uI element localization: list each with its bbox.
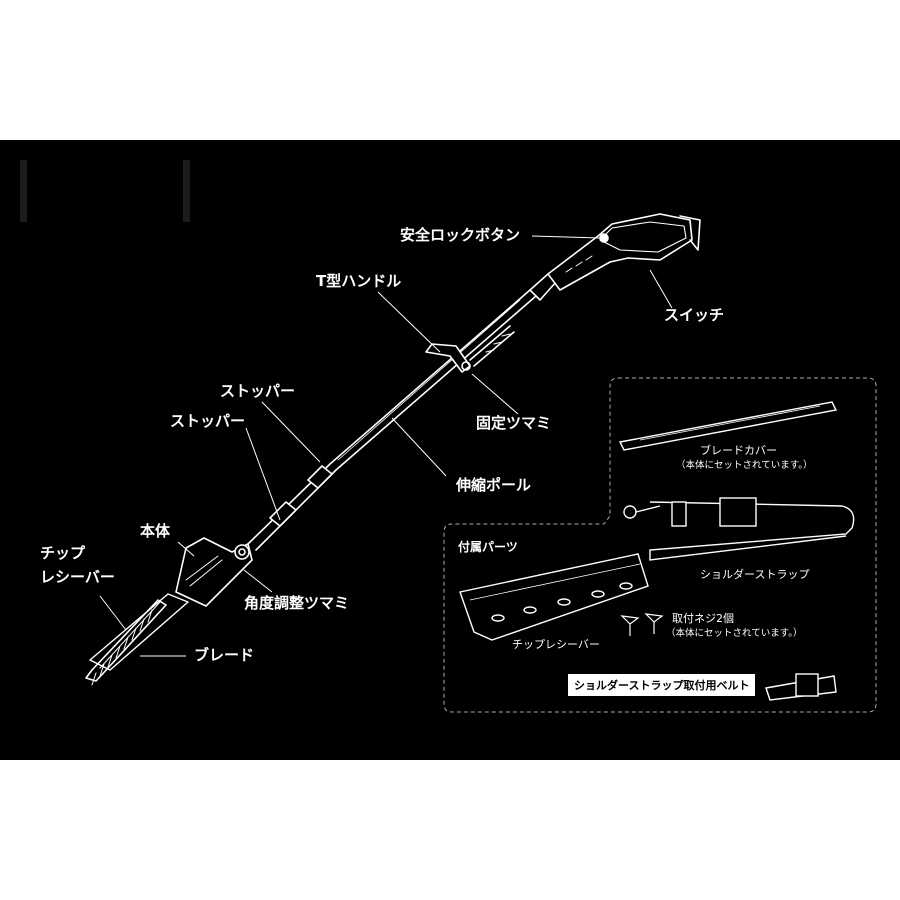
label-chip-receiver-accessory: チップレシーバー xyxy=(512,638,600,651)
t-handle-shape xyxy=(425,343,471,373)
strap-belt-illustration xyxy=(765,673,837,701)
hedge-trimmer-illustration xyxy=(85,213,701,686)
label-strap-belt: ショルダーストラップ取付用ベルト xyxy=(568,674,756,696)
diagram-panel: 安全ロックボタン T型ハンドル スイッチ 固定ツマミ ストッパー ストッパー 伸… xyxy=(0,140,900,760)
blade-shape xyxy=(85,599,167,682)
chip-receiver-accessory xyxy=(459,553,649,641)
accessories-header: 付属パーツ xyxy=(458,540,518,554)
chip-receiver-shape xyxy=(89,593,189,671)
label-t-handle: T型ハンドル xyxy=(316,272,402,290)
label-angle-knob: 角度調整ツマミ xyxy=(244,594,350,612)
label-shoulder-strap: ショルダーストラップ xyxy=(700,568,810,581)
label-body: 本体 xyxy=(140,522,171,540)
stopper-collar-lower xyxy=(269,501,297,527)
label-fixing-knob: 固定ツマミ xyxy=(476,414,552,432)
screws-illustration xyxy=(620,613,664,636)
diagram-artwork xyxy=(20,160,877,713)
pole-upper xyxy=(329,289,537,471)
label-stopper-lower: ストッパー xyxy=(170,412,246,430)
label-stopper-upper: ストッパー xyxy=(220,382,296,400)
label-telescopic-pole: 伸縮ポール xyxy=(456,476,532,494)
label-chip-receiver-line1: チップ xyxy=(40,544,86,562)
shoulder-strap-illustration xyxy=(623,497,855,561)
leader-lines xyxy=(99,235,673,657)
stopper-collar-upper xyxy=(307,465,333,489)
accessory-frame xyxy=(443,377,877,713)
label-chip-receiver-line2: レシーバー xyxy=(40,568,115,586)
label-screws-note: （本体にセットされています。） xyxy=(666,628,803,639)
label-blade-cover: ブレードカバー xyxy=(700,444,777,457)
label-blade: ブレード xyxy=(194,646,255,664)
label-safety-lock-button: 安全ロックボタン xyxy=(400,226,521,244)
label-screws: 取付ネジ2個 xyxy=(672,612,734,625)
label-switch: スイッチ xyxy=(664,306,725,324)
corner-marks xyxy=(20,160,190,222)
blade-cover-illustration xyxy=(618,401,838,451)
label-blade-cover-note: （本体にセットされています。） xyxy=(676,460,813,471)
